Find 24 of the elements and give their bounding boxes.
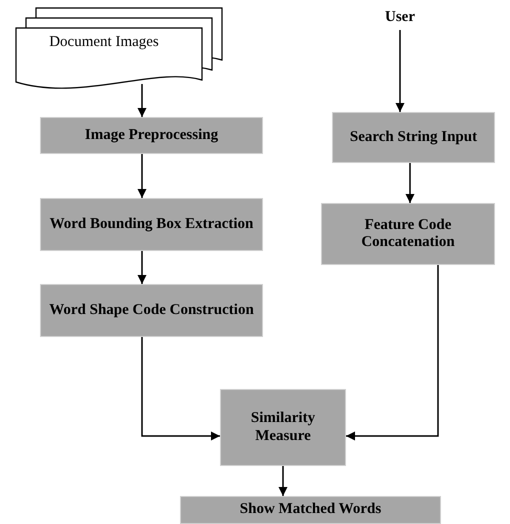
node-label: Search String Input [350, 128, 478, 146]
process-box [40, 198, 263, 251]
arrow [278, 466, 288, 496]
process-box [321, 203, 495, 265]
node-label: Image Preprocessing [84, 126, 218, 144]
arrow [141, 337, 220, 440]
arrow [138, 251, 146, 284]
node-label: Word Bounding Box Extraction [50, 216, 254, 234]
arrow [138, 84, 146, 117]
node-label: Feature Code Concatenation [360, 216, 456, 252]
process-box [40, 284, 263, 337]
process-box [332, 112, 495, 163]
node-label: Word Shape Code Construction [49, 302, 254, 320]
node-label: User [385, 8, 415, 26]
process-box [220, 389, 346, 466]
node-label: Show Matched Words [240, 501, 382, 519]
process-box [180, 496, 441, 524]
process-box [40, 117, 263, 154]
arrow [396, 30, 404, 112]
arrow [406, 163, 414, 203]
node-label: Similarity Measure [250, 410, 316, 445]
node-label: Document Images [49, 34, 159, 50]
arrow [346, 265, 439, 440]
arrow [138, 154, 146, 198]
